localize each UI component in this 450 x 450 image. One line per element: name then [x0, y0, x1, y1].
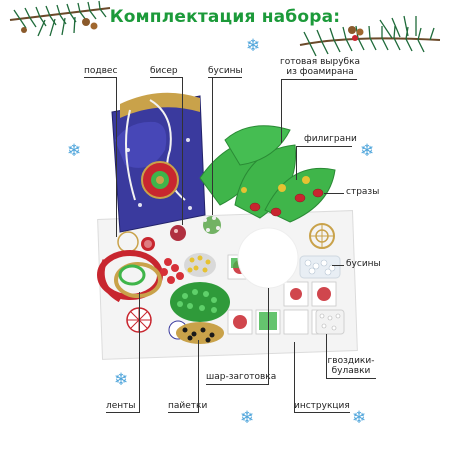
pins-right-bag	[315, 309, 345, 335]
callout-line-rhinestones	[324, 193, 344, 194]
callout-line-pins-v	[326, 334, 327, 379]
callout-line-seed-beads	[150, 77, 182, 78]
label-foam-ball: шар-заготовка	[206, 372, 277, 382]
callout-line-hanger-v	[116, 77, 117, 237]
snowflake-icon: ❄	[246, 36, 261, 56]
callout-line-instruction-v	[294, 342, 295, 413]
callout-line-instruction	[294, 412, 350, 413]
callout-line-sequins-v	[198, 340, 199, 413]
snowflake-icon: ❄	[240, 408, 255, 428]
label-beads-top: бусины	[208, 66, 243, 76]
gold-sequins-pile	[176, 322, 224, 344]
label-ribbons: ленты	[106, 401, 136, 411]
snowflake-icon: ❄	[352, 408, 367, 428]
filigree-pieces	[309, 223, 335, 249]
callout-line-ribbons-v	[139, 292, 140, 413]
label-beads-right: бусины	[346, 259, 381, 269]
label-pins-line1: гвоздики-	[327, 356, 375, 366]
green-sequins-pile	[170, 282, 230, 322]
label-pins-line2: булавки	[331, 366, 371, 376]
callout-line-foam-ball	[206, 384, 268, 385]
pine-branch-left-icon	[9, 0, 111, 37]
callout-line-ribbons	[106, 412, 140, 413]
ribbons-coil	[97, 250, 163, 303]
callout-line-pins	[326, 378, 376, 379]
gift-box	[111, 92, 206, 233]
callout-line-seed-beads-v	[182, 77, 183, 225]
instruction-sheet	[97, 210, 358, 360]
callout-line-foam-ball-v	[268, 288, 269, 385]
callout-line-beads-top-v	[212, 77, 213, 215]
label-foam-cutout-line2: из фоамирана	[286, 67, 354, 77]
callout-line-beads-right	[332, 265, 344, 266]
foamiran-leaves	[199, 125, 336, 223]
hanger-wire	[117, 231, 155, 253]
callout-line-beads-top	[208, 77, 242, 78]
snowflake-icon: ❄	[360, 141, 375, 161]
label-hanger: подвес	[84, 66, 118, 76]
label-instruction: инструкция	[294, 401, 350, 411]
pine-branch-right-icon	[299, 15, 441, 57]
callout-line-filigree-v	[296, 146, 297, 180]
label-foam-cutout-line1: готовая вырубка	[280, 57, 361, 67]
label-filigree: филиграни	[304, 134, 357, 144]
label-seed-beads: бисер	[150, 66, 178, 76]
red-beads-cluster	[160, 258, 184, 284]
label-sequins: пайетки	[168, 401, 208, 411]
beads-right-bag	[299, 255, 341, 279]
label-rhinestones: стразы	[346, 187, 380, 197]
callout-line-hanger	[84, 77, 116, 78]
snowflake-icon: ❄	[67, 141, 82, 161]
pins-bowl	[184, 253, 216, 277]
callout-line-sequins	[168, 412, 198, 413]
page-title: Комплектация набора:	[109, 7, 341, 27]
seed-beads-bag	[170, 225, 186, 241]
callout-line-foam-cutout	[281, 79, 357, 80]
callout-line-filigree	[296, 146, 352, 147]
beads-top-bag	[203, 216, 221, 234]
foam-ball	[237, 227, 299, 289]
callout-line-foam-cutout-v	[281, 79, 282, 143]
snowflake-icon: ❄	[114, 370, 129, 390]
